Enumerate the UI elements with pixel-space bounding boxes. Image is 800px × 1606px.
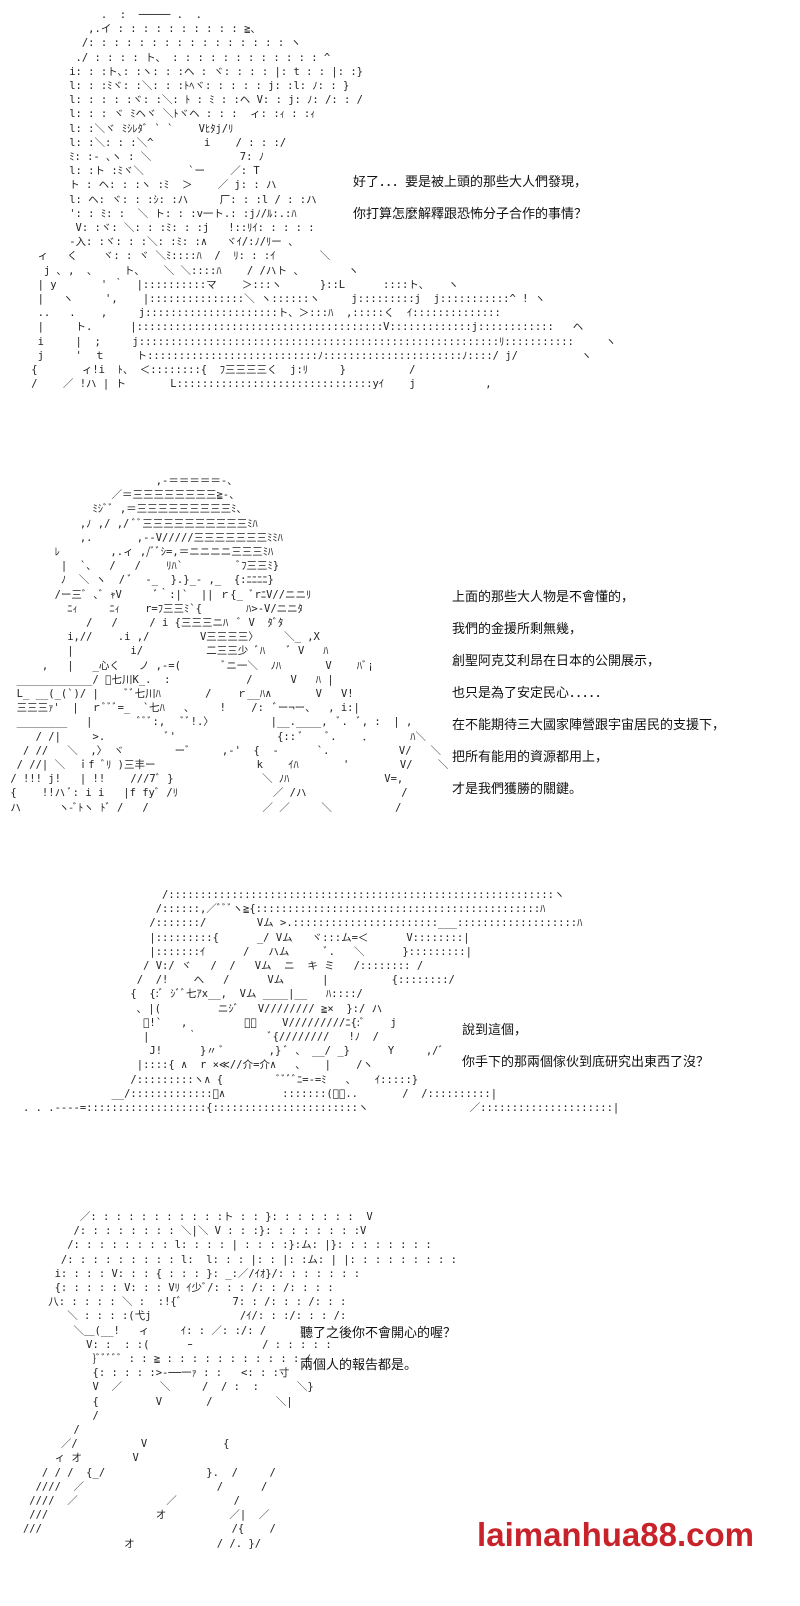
dialogue-line: 上面的那些大人物是不會懂的， [452, 590, 635, 605]
dialogue-2: 上面的那些大人物是不會懂的， 我們的金援所剩無幾， 創聖阿克艾利昂在日本的公開展… [452, 582, 725, 806]
dialogue-line: 在不能期待三大國家陣營跟宇宙居民的支援下， [452, 718, 726, 733]
ascii-art-figure-3: /:::::::::::::::::::::::::::::::::::::::… [22, 889, 620, 1115]
panel-4: ／: : : : : : : : : : :ト : : }: : : : : :… [0, 1206, 800, 1606]
dialogue-3: 說到這個， 你手下的那兩個傢伙到底研究出東西了沒？ [462, 1015, 709, 1079]
panel-2: ,-＝＝＝＝＝-、 ／＝三三三三三三三三≧-、 ﾐｼﾞﾞ ,＝三三三三三三三三三… [0, 468, 800, 868]
dialogue-line: 聽了之後你不會開心的喔？ [300, 1326, 457, 1341]
dialogue-4: 聽了之後你不會開心的喔？ 兩個人的報告都是。 [300, 1318, 456, 1382]
ascii-art-figure-4: ／: : : : : : : : : : :ト : : }: : : : : :… [22, 1211, 458, 1550]
dialogue-1: 好了．．．要是被上頭的那些大人們發現， 你打算怎麼解釋跟恐怖分子合作的事情？ [353, 167, 587, 231]
panel-3: /:::::::::::::::::::::::::::::::::::::::… [0, 882, 800, 1192]
dialogue-line: 兩個人的報告都是。 [300, 1358, 418, 1373]
dialogue-line: 我們的金援所剩無幾， [452, 622, 583, 637]
ascii-art-figure-2: ,-＝＝＝＝＝-、 ／＝三三三三三三三三≧-、 ﾐｼﾞﾞ ,＝三三三三三三三三三… [10, 475, 449, 814]
ascii-art-figure-1: . : ───── . . ,.イ : : : : : : : : : : ≧、… [31, 9, 616, 391]
dialogue-line: 你打算怎麼解釋跟恐怖分子合作的事情？ [353, 207, 588, 222]
panel-1: . : ───── . . ,.イ : : : : : : : : : : ≧、… [0, 0, 800, 450]
dialogue-line: 說到這個， [462, 1023, 528, 1038]
dialogue-line: 好了．．．要是被上頭的那些大人們發現， [353, 175, 588, 190]
watermark-text: laimanhua88.com [477, 1516, 754, 1553]
dialogue-line: 才是我們獲勝的關鍵。 [452, 782, 583, 797]
dialogue-line: 創聖阿克艾利昂在日本的公開展示， [452, 654, 661, 669]
dialogue-line: 把所有能用的資源都用上， [452, 750, 609, 765]
dialogue-line: 也只是為了安定民心．．．．． [452, 686, 609, 701]
dialogue-line: 你手下的那兩個傢伙到底研究出東西了沒？ [462, 1055, 710, 1070]
